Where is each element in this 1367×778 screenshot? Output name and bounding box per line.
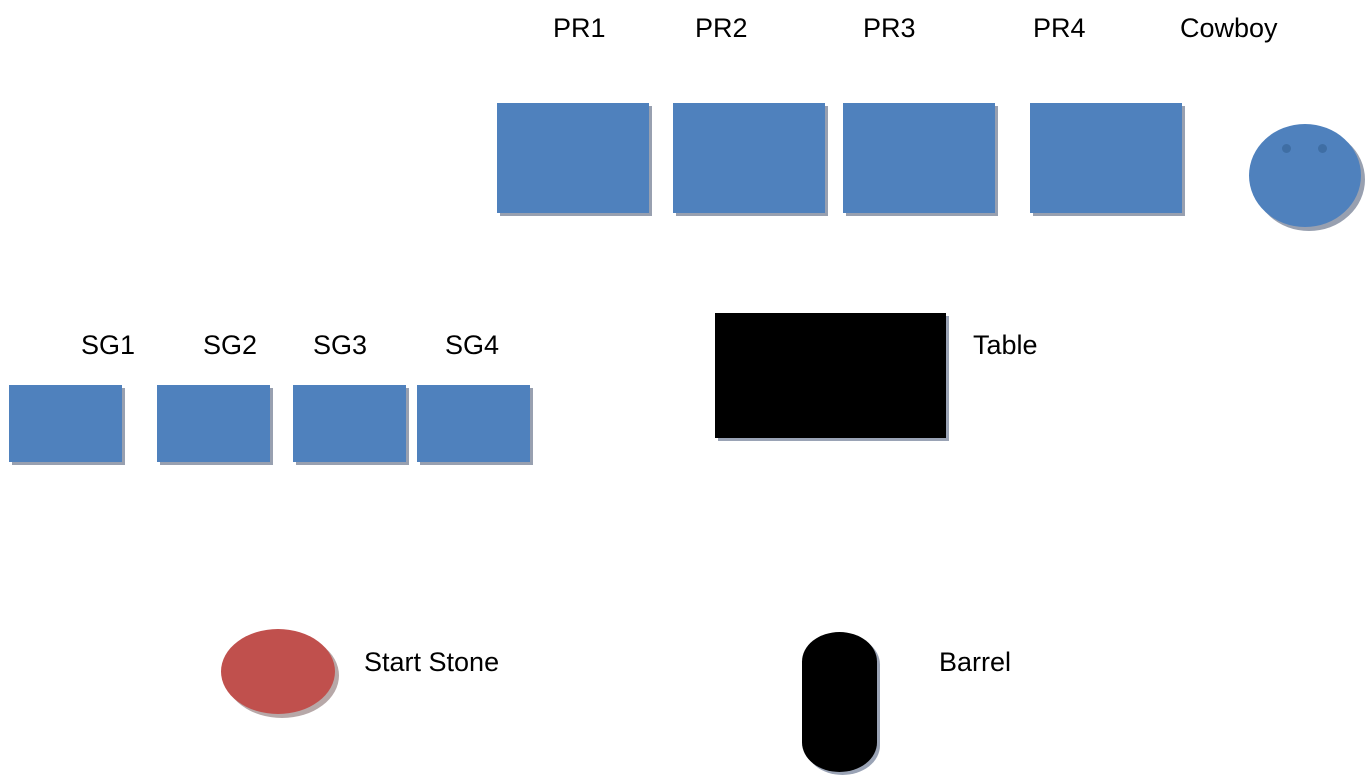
pr2-label: PR2 (695, 13, 748, 43)
pr3-label: PR3 (863, 13, 916, 43)
start-stone-label: Start Stone (364, 647, 500, 677)
sg2-target (157, 385, 270, 462)
pr2-target (673, 103, 825, 213)
cowboy-left-eye (1282, 144, 1291, 153)
cowboy-right-eye (1318, 144, 1327, 153)
table-shape (715, 313, 946, 438)
pr3-target (843, 103, 995, 213)
pr4-label: PR4 (1033, 13, 1086, 43)
sg3-target (293, 385, 406, 462)
sg1-label: SG1 (81, 330, 136, 360)
barrel-label: Barrel (939, 647, 1012, 677)
pr1-label: PR1 (553, 13, 606, 43)
pr4-target (1030, 103, 1182, 213)
cowboy-target (1249, 124, 1361, 227)
table-label: Table (973, 330, 1038, 360)
barrel-shape (802, 632, 877, 772)
cowboy-label: Cowboy (1180, 13, 1278, 43)
start-stone-shape (221, 629, 335, 714)
sg3-label: SG3 (313, 330, 368, 360)
pr1-target (497, 103, 649, 213)
sg4-target (417, 385, 530, 462)
sg1-target (9, 385, 122, 462)
sg2-label: SG2 (203, 330, 258, 360)
sg4-label: SG4 (445, 330, 500, 360)
